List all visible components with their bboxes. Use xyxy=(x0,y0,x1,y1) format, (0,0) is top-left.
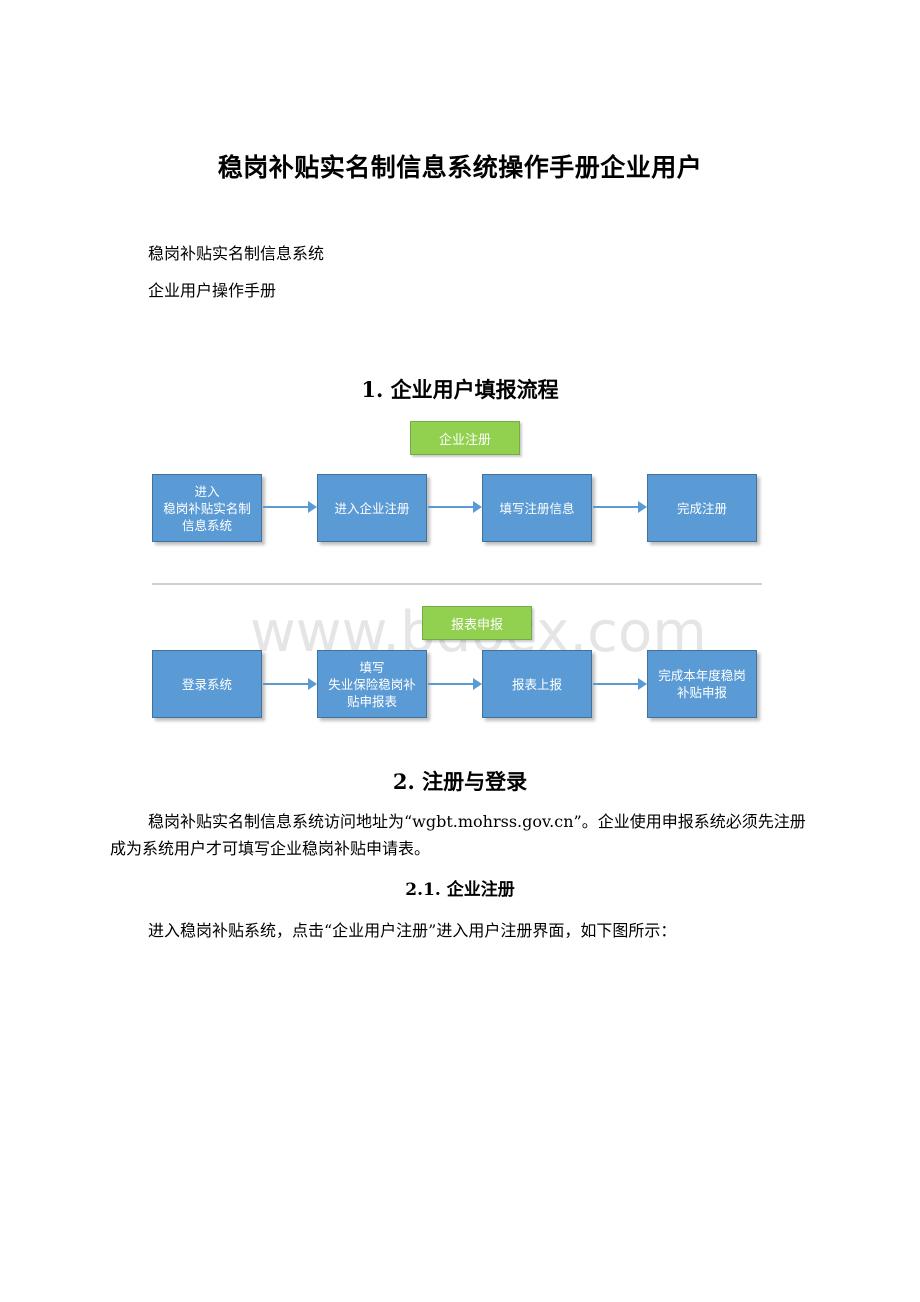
flow-divider xyxy=(152,583,762,585)
flow-arrow xyxy=(593,678,647,690)
subtitle-manual: 企业用户操作手册 xyxy=(148,281,277,300)
flow-step-enter-system: 进入稳岗补贴实名制信息系统 xyxy=(152,474,262,542)
flow-tag-register: 企业注册 xyxy=(410,421,520,455)
section-2-heading: 2. 注册与登录 xyxy=(392,769,528,794)
flow-step-enter-registration: 进入企业注册 xyxy=(317,474,427,542)
flow-arrow xyxy=(593,501,647,513)
flow-step-complete-application: 完成本年度稳岗补贴申报 xyxy=(647,650,757,718)
paragraph-access-address: 稳岗补贴实名制信息系统访问地址为“wgbt.mohrss.gov.cn”。企业使… xyxy=(110,812,806,858)
section-1-heading: 1. 企业用户填报流程 xyxy=(361,377,559,402)
flow-arrow xyxy=(428,501,482,513)
paragraph-registration: 进入稳岗补贴系统，点击“企业用户注册”进入用户注册界面，如下图所示： xyxy=(148,921,677,940)
subtitle-system: 稳岗补贴实名制信息系统 xyxy=(148,244,325,263)
document-title: 稳岗补贴实名制信息系统操作手册企业用户 xyxy=(217,153,703,182)
flow-step-submit-report: 报表上报 xyxy=(482,650,592,718)
section-2-1-heading: 2.1. 企业注册 xyxy=(405,880,515,900)
flow-arrow xyxy=(263,678,317,690)
flow-step-fill-registration: 填写注册信息 xyxy=(482,474,592,542)
flow-step-complete-registration: 完成注册 xyxy=(647,474,757,542)
flow-step-login: 登录系统 xyxy=(152,650,262,718)
flow-arrow xyxy=(263,501,317,513)
flow-step-fill-form: 填写失业保险稳岗补贴申报表 xyxy=(317,650,427,718)
flow-tag-report: 报表申报 xyxy=(422,606,532,640)
flow-arrow xyxy=(428,678,482,690)
